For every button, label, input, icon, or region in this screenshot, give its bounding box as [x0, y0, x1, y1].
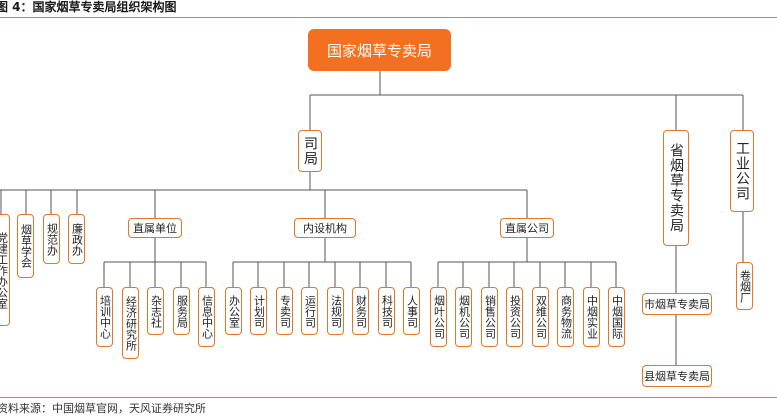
node-gs-child-8: 中烟国际 [608, 287, 625, 347]
node-neishe-child-5: 法规司 [327, 287, 344, 335]
source-note: 资料来源：中国烟草官网，天风证券研究所 [0, 402, 206, 415]
node-industry-company: 工业公司 [730, 130, 754, 212]
node-zhishu-child-4: 服务局 [173, 287, 190, 335]
node-gs-child-4: 投资公司 [506, 287, 523, 347]
node-cigarette-factory: 卷烟厂 [736, 262, 753, 310]
node-city-bureau: 市烟草专卖局 [642, 293, 712, 315]
node-county-bureau: 县烟草专卖局 [642, 365, 712, 387]
node-zhishu-units: 直属单位 [128, 218, 182, 238]
node-gs-child-7: 中烟实业 [583, 287, 600, 347]
node-left-4: 廉政办 [68, 214, 85, 264]
node-left-1: 党建工作办公室 [0, 214, 10, 326]
node-gs-child-3: 销售公司 [481, 287, 498, 347]
top-rule [0, 17, 777, 18]
node-gs-child-5: 双维公司 [532, 287, 549, 347]
node-si: 司局 [298, 130, 322, 172]
node-left-2: 烟草学会 [17, 214, 34, 278]
node-neishe-child-2: 计划司 [250, 287, 267, 335]
node-zhishu-child-5: 信息中心 [198, 287, 215, 347]
node-left-3: 规范办 [43, 214, 60, 264]
node-neishe-child-3: 专卖司 [276, 287, 293, 335]
node-zhishu-child-3: 杂志社 [147, 287, 164, 335]
node-neishe-child-4: 运行司 [301, 287, 318, 335]
node-root: 国家烟草专卖局 [308, 29, 451, 71]
node-gs-child-6: 商务物流 [557, 287, 574, 347]
node-neishe-child-6: 财务司 [352, 287, 369, 335]
node-gs-child-2: 烟机公司 [455, 287, 472, 347]
node-gs-child-1: 烟叶公司 [430, 287, 447, 347]
node-zhishu-child-1: 培训中心 [96, 287, 113, 347]
node-neishe-child-8: 人事司 [403, 287, 420, 335]
node-zhishu-companies: 直属公司 [500, 218, 554, 238]
node-internal-org: 内设机构 [294, 218, 356, 238]
bottom-rule [0, 397, 777, 398]
node-zhishu-child-2: 经济研究所 [122, 287, 139, 359]
node-neishe-child-1: 办公室 [225, 287, 242, 335]
node-neishe-child-7: 科技司 [378, 287, 395, 335]
figure-caption: 图 4：国家烟草专卖局组织架构图 [0, 0, 177, 14]
node-province-bureau: 省烟草专卖局 [663, 130, 689, 246]
